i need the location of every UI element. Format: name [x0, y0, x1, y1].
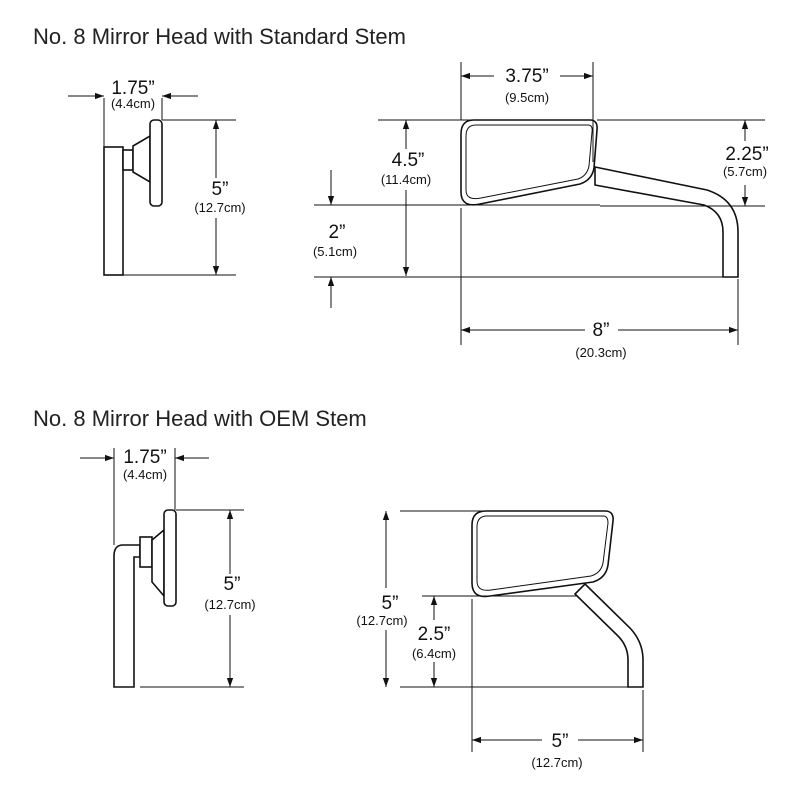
side-width-imperial: 1.75”	[111, 78, 154, 99]
dim-side-height-standard: 5” (12.7cm)	[104, 119, 246, 276]
total-width-imperial: 8”	[593, 320, 610, 341]
head-height-imperial: 4.5”	[392, 150, 425, 171]
oem-total-width-metric: (12.7cm)	[531, 755, 582, 770]
front-view-standard	[460, 119, 739, 278]
side-view-standard	[103, 119, 163, 276]
oem-mirror-mount	[151, 528, 165, 599]
dim-side-height-oem: 5” (12.7cm)	[140, 509, 256, 688]
oem-stem-height-metric: (6.4cm)	[412, 646, 456, 661]
dim-stem-height-oem: 2.5” (6.4cm)	[412, 595, 578, 687]
stem-shaft	[103, 146, 124, 276]
oem-side-height-metric: (12.7cm)	[204, 597, 255, 612]
oem-side-width-metric: (4.4cm)	[123, 467, 167, 482]
dim-head-offset-standard: 2.25” (5.7cm)	[597, 119, 769, 207]
dim-head-height-standard: 4.5” (11.4cm)	[378, 119, 474, 276]
oem-stem-nut	[139, 536, 153, 568]
section-title-oem-stem: No. 8 Mirror Head with OEM Stem	[33, 406, 367, 431]
stem-height-metric: (5.1cm)	[313, 244, 357, 259]
head-width-metric: (9.5cm)	[505, 90, 549, 105]
mirror-head-side	[149, 119, 163, 207]
dim-head-width-standard: 3.75” (9.5cm)	[460, 62, 594, 162]
head-offset-metric: (5.7cm)	[723, 164, 767, 179]
total-width-metric: (20.3cm)	[575, 345, 626, 360]
mirror-mount	[132, 134, 151, 184]
head-offset-imperial: 2.25”	[725, 144, 768, 165]
dim-stem-height-standard: 2” (5.1cm)	[313, 170, 723, 308]
oem-mirror-head-side	[163, 509, 177, 607]
dim-total-width-standard: 8” (20.3cm)	[460, 208, 739, 360]
oem-stem-arm	[573, 582, 644, 688]
standard-stem-arm	[594, 166, 739, 278]
dim-total-width-oem: 5” (12.7cm)	[471, 599, 644, 770]
head-height-metric: (11.4cm)	[381, 172, 431, 187]
oem-mirror-head-front	[471, 510, 614, 598]
oem-total-width-imperial: 5”	[552, 731, 569, 752]
dim-side-width-oem: 1.75” (4.4cm)	[80, 447, 209, 545]
front-view-oem	[471, 510, 644, 688]
dim-side-width-standard: 1.75” (4.4cm)	[68, 78, 198, 147]
side-height-metric: (12.7cm)	[194, 200, 245, 215]
stem-nut	[122, 149, 134, 171]
side-width-metric: (4.4cm)	[111, 96, 155, 111]
section-title-standard-stem: No. 8 Mirror Head with Standard Stem	[33, 24, 406, 49]
oem-side-width-imperial: 1.75”	[123, 447, 166, 468]
oem-mirror-glass	[476, 515, 609, 591]
oem-stem-height-imperial: 2.5”	[418, 624, 451, 645]
side-view-oem	[113, 509, 177, 688]
oem-side-height-imperial: 5”	[224, 574, 241, 595]
mirror-head-front	[460, 119, 598, 206]
side-height-imperial: 5”	[212, 179, 229, 200]
dim-total-height-oem: 5” (12.7cm)	[356, 510, 628, 688]
mirror-glass	[465, 124, 593, 200]
stem-height-imperial: 2”	[329, 222, 346, 243]
head-width-imperial: 3.75”	[505, 66, 548, 87]
oem-total-height-metric: (12.7cm)	[356, 613, 407, 628]
oem-total-height-imperial: 5”	[382, 593, 399, 614]
oem-stem-shaft	[113, 544, 141, 688]
